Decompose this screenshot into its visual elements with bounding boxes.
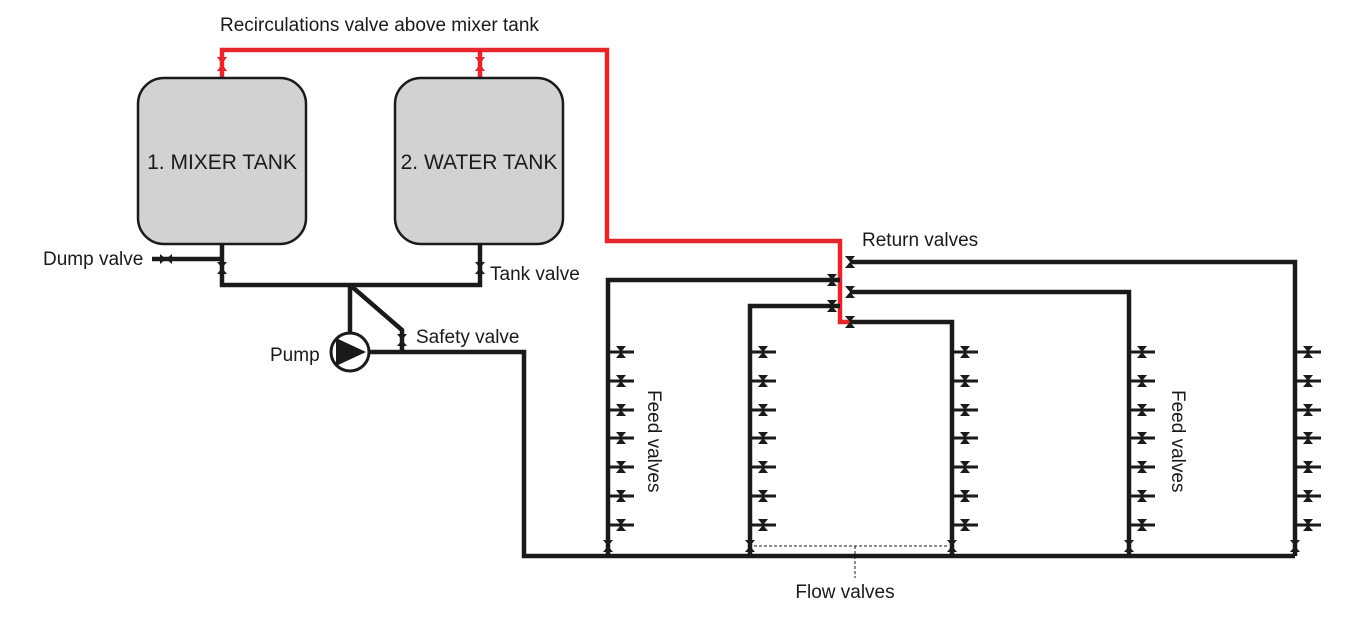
recirculation-valves (217, 57, 485, 71)
feed-valve-icon (1303, 346, 1313, 358)
feed-valve-icon (1137, 461, 1147, 473)
feed-valve-icon (960, 346, 970, 358)
feed-valve-icon (758, 375, 768, 387)
feed-valve-icon (616, 490, 626, 502)
feed-valve-icon (616, 404, 626, 416)
feed-valve-icon (758, 346, 768, 358)
feed-valve-icon (960, 519, 970, 531)
feed-valve-icon (1137, 432, 1147, 444)
feed-valve-icon (960, 432, 970, 444)
feed-valves-label-left: Feed valves (643, 390, 664, 492)
recirculation-label: Recirculations valve above mixer tank (220, 15, 539, 36)
outlet-valves (217, 262, 485, 274)
feed-valve-icon (1303, 519, 1313, 531)
feed-valve-icon (960, 490, 970, 502)
flow-valves-leader (754, 545, 948, 578)
water-tank-label: 2. WATER TANK (401, 151, 558, 174)
water-tank: 2. WATER TANK (393, 76, 565, 246)
feed-valve-icon (1303, 461, 1313, 473)
feed-valve-icon (758, 461, 768, 473)
safety-valve-icon (397, 334, 407, 346)
feed-valve-icon (616, 375, 626, 387)
return-valves-label: Return valves (862, 230, 978, 251)
pump-label: Pump (270, 345, 320, 366)
main-pipes (152, 244, 1298, 559)
dump-valve-icon (160, 254, 172, 264)
feed-valve-icon (1303, 490, 1313, 502)
feed-valve-icon (616, 519, 626, 531)
dump-valve-label: Dump valve (43, 249, 143, 270)
feed-valve-icon (960, 375, 970, 387)
safety-valve-label: Safety valve (416, 327, 520, 348)
feed-valve-icon (616, 432, 626, 444)
tank-valve-label: Tank valve (490, 264, 580, 285)
feed-valves (608, 346, 1321, 531)
feed-valve-icon (960, 404, 970, 416)
feed-valve-icon (758, 432, 768, 444)
mixer-tank-label: 1. MIXER TANK (147, 151, 297, 174)
feed-valve-icon (1137, 519, 1147, 531)
feed-valve-icon (1303, 375, 1313, 387)
mixer-tank: 1. MIXER TANK (136, 76, 308, 246)
feed-valve-icon (1137, 346, 1147, 358)
feed-valve-icon (1303, 432, 1313, 444)
feed-valve-icon (960, 461, 970, 473)
feed-valve-icon (758, 404, 768, 416)
feed-valve-icon (758, 519, 768, 531)
feed-valve-icon (1137, 375, 1147, 387)
feed-valve-icon (758, 490, 768, 502)
feed-valve-icon (1137, 490, 1147, 502)
feed-valves-label-right: Feed valves (1167, 390, 1188, 492)
feed-valve-icon (616, 461, 626, 473)
return-valves (827, 256, 855, 328)
flow-valves-label: Flow valves (795, 582, 894, 603)
pump-icon (329, 331, 371, 373)
feed-valve-icon (616, 346, 626, 358)
flow-valves (603, 540, 1300, 552)
feed-valve-icon (1303, 404, 1313, 416)
feed-valve-icon (1137, 404, 1147, 416)
